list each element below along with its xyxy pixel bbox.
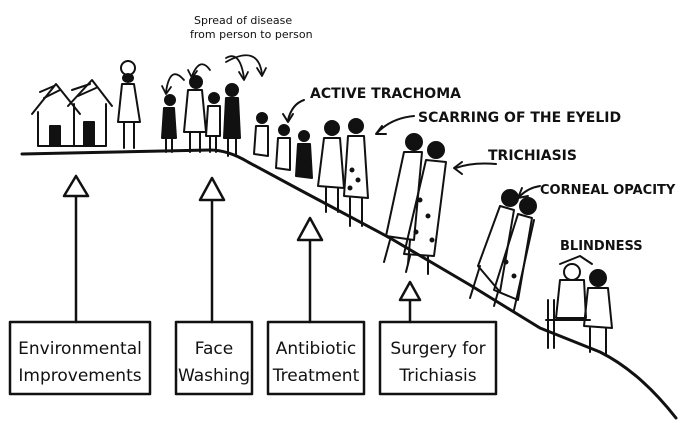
scarring-label: SCARRING OF THE EYELID: [418, 110, 621, 126]
intervention-4-line1: Surgery for: [390, 339, 485, 359]
spread-label-line2: from person to person: [190, 28, 313, 41]
active-trachoma-people: [318, 119, 368, 226]
intervention-3-line1: Antibiotic: [276, 339, 356, 359]
intervention-2-line2: Washing: [178, 366, 250, 386]
spread-arrows: [162, 55, 266, 94]
intervention-2-line1: Face: [195, 339, 233, 359]
trichiasis-label: TRICHIASIS: [488, 148, 577, 164]
corneal-opacity-label: CORNEAL OPACITY: [540, 183, 676, 198]
intervention-1-line2: Improvements: [18, 366, 141, 386]
intervention-3-line2: Treatment: [272, 366, 360, 386]
village-huts: [32, 80, 112, 146]
blindness-label: BLINDNESS: [560, 239, 643, 254]
spread-label-line1: Spread of disease: [194, 14, 292, 27]
blindness-people: [546, 256, 612, 354]
intervention-4-line2: Trichiasis: [398, 366, 476, 386]
active-trachoma-label: ACTIVE TRACHOMA: [310, 86, 461, 102]
intervention-1-line1: Environmental: [18, 339, 142, 359]
